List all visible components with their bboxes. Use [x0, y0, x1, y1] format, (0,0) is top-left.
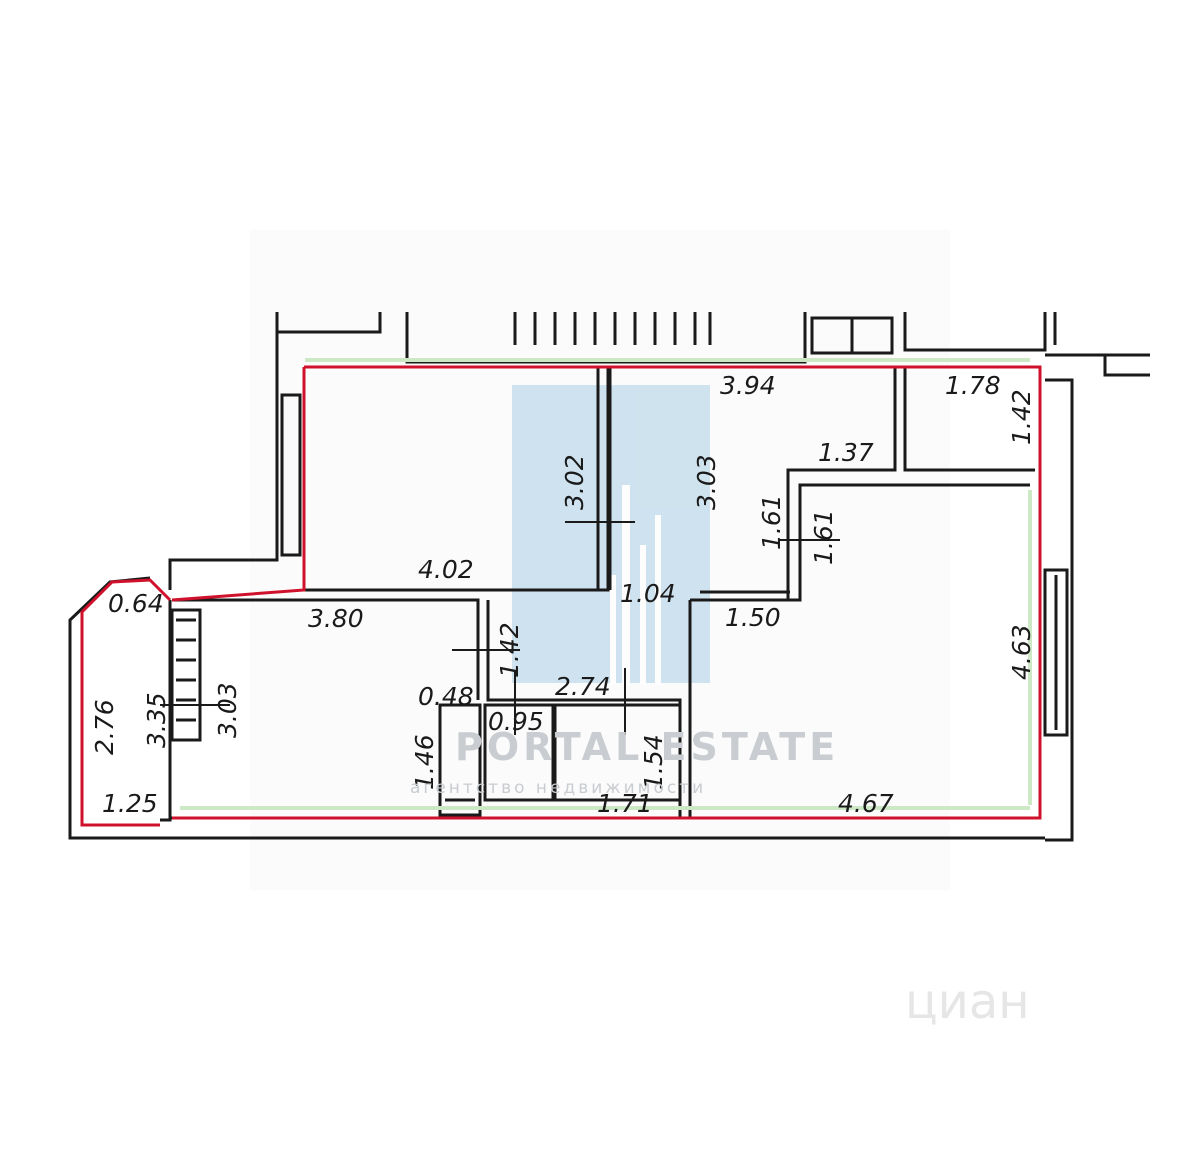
dim-bath-small: 0.95 — [488, 707, 544, 736]
dim-room1-height-right: 3.03 — [692, 454, 721, 510]
apartment-outline — [80, 365, 1042, 827]
dim-hall-height: 1.42 — [495, 622, 524, 678]
dim-room1-width: 4.02 — [418, 555, 474, 584]
dim-wc-width: 0.48 — [418, 682, 474, 711]
dim-balcony-top: 0.64 — [108, 589, 164, 618]
dim-step-width: 1.37 — [818, 438, 874, 467]
watermark-title: PORTAL ESTATE — [455, 725, 839, 769]
dim-balcony-height-inner: 3.35 — [142, 692, 171, 748]
dim-kitchen-width: 3.80 — [308, 604, 364, 633]
dimension-labels: 4.02 3.02 3.03 3.94 1.78 1.42 1.37 1.61 … — [90, 371, 1036, 818]
dim-step-height-left: 1.61 — [757, 494, 786, 550]
dim-room1-height-left: 3.02 — [560, 454, 589, 510]
dimension-crosses — [160, 490, 840, 735]
dim-kitchen-height: 3.03 — [213, 682, 242, 738]
dim-room2-width: 4.67 — [838, 789, 894, 818]
dim-balcony-width: 1.25 — [102, 789, 158, 818]
dim-hall-width: 2.74 — [555, 672, 611, 701]
inner-wall-highlights — [180, 358, 1032, 810]
dim-room2-height: 4.63 — [1007, 624, 1036, 680]
dim-balcony-height: 2.76 — [90, 699, 119, 755]
dim-wc-height: 1.46 — [410, 734, 439, 790]
dim-step-height-right: 1.61 — [809, 509, 838, 565]
dim-room2-step: 1.50 — [725, 603, 781, 632]
watermark-subtitle: агентство недвижимости — [410, 778, 706, 798]
brand-watermark: циан — [905, 974, 1030, 1030]
dim-top-right-width: 3.94 — [720, 371, 776, 400]
dim-pantry-height: 1.42 — [1007, 389, 1036, 445]
dim-corridor-width: 1.04 — [620, 579, 676, 608]
dim-bath-width: 1.71 — [597, 789, 653, 818]
dim-pantry-width: 1.78 — [945, 371, 1001, 400]
dim-bath-height: 1.54 — [639, 734, 668, 790]
